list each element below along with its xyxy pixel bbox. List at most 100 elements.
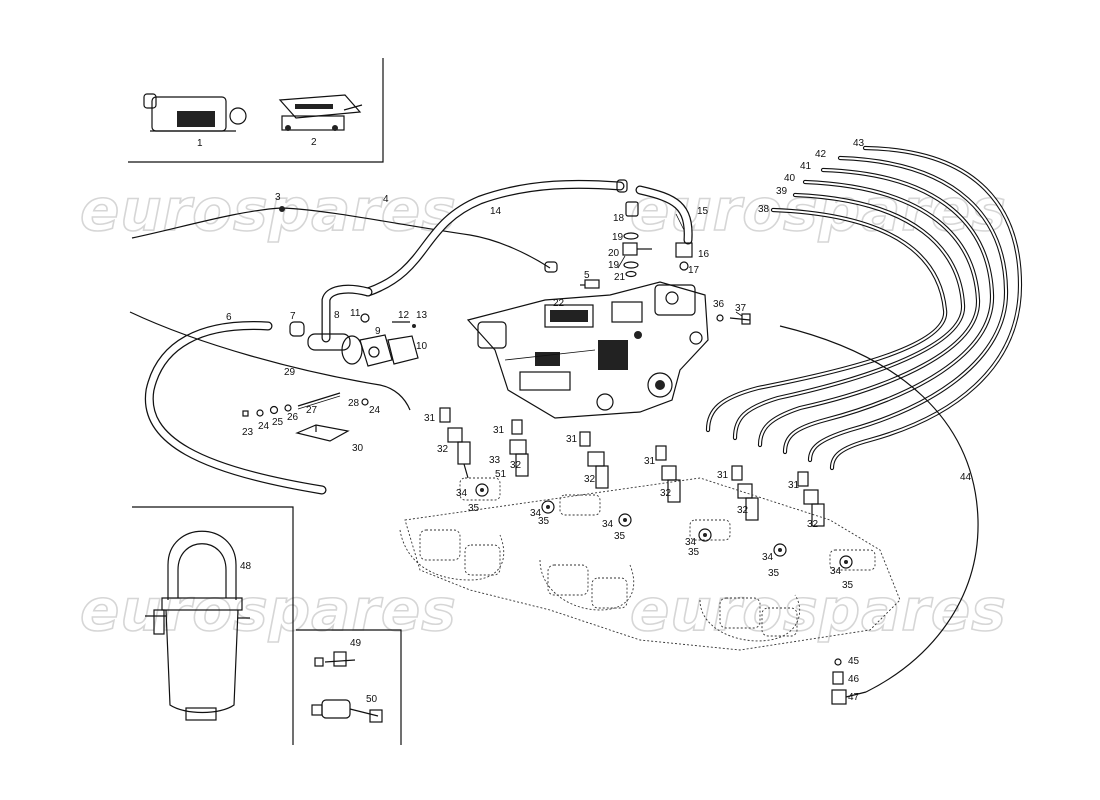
label-34c: 34: [602, 519, 614, 530]
label-20: 20: [608, 248, 620, 259]
label-31a: 31: [424, 413, 436, 424]
label-40: 40: [784, 173, 796, 184]
label-31b: 31: [493, 425, 505, 436]
label-36: 36: [713, 299, 725, 310]
small-parts-23-30: [242, 392, 369, 442]
label-35d: 35: [688, 547, 700, 558]
part-labels: 1 2 3 4 5 6 7 8 9 10 11 12 13 14 15 16 1…: [197, 137, 972, 705]
label-44: 44: [960, 472, 972, 483]
label-14: 14: [490, 206, 502, 217]
inset-frame-fittings: [296, 629, 402, 745]
injectors-31-32: [439, 407, 825, 527]
injector-e: [731, 465, 759, 521]
fuel-fittings-16-21: [580, 201, 693, 289]
label-24a: 24: [258, 421, 270, 432]
fittings-45-47: [831, 658, 867, 705]
injector-seats-34-35: [475, 483, 853, 569]
label-34a: 34: [456, 488, 468, 499]
label-39: 39: [776, 186, 788, 197]
label-32f: 32: [807, 519, 819, 530]
watermark-bottom-left: eurospares: [80, 576, 457, 644]
label-51: 51: [495, 469, 507, 480]
label-19a: 19: [612, 232, 624, 243]
label-37: 37: [735, 303, 747, 314]
injector-b: [509, 419, 529, 477]
label-38: 38: [758, 204, 770, 215]
screw-36-37: [716, 313, 751, 325]
label-32c: 32: [584, 474, 596, 485]
label-21: 21: [614, 272, 626, 283]
watermark-top-left: eurospares: [80, 176, 457, 244]
wire-44: [779, 325, 979, 693]
label-16: 16: [698, 249, 710, 260]
label-19b: 19: [608, 260, 620, 271]
label-46: 46: [848, 674, 860, 685]
label-47: 47: [848, 692, 860, 703]
label-32b: 32: [510, 460, 522, 471]
injector-d: [655, 445, 681, 503]
label-23: 23: [242, 427, 254, 438]
watermark-bottom-right: eurospares: [630, 576, 1007, 644]
label-29: 29: [284, 367, 296, 378]
fitting-49: [314, 651, 356, 667]
label-34e: 34: [762, 552, 774, 563]
label-4: 4: [383, 194, 389, 205]
label-35c: 35: [614, 531, 626, 542]
label-22: 22: [553, 298, 565, 309]
label-26: 26: [287, 412, 299, 423]
inset-frames: [128, 58, 402, 745]
inset-frame-filter: [132, 506, 294, 745]
label-31c: 31: [566, 434, 578, 445]
wire-3-4: [131, 207, 551, 269]
label-42: 42: [815, 149, 827, 160]
relay-unit-2: [278, 94, 363, 131]
injector-c: [579, 431, 609, 489]
carburetor-22: [466, 281, 709, 419]
hose-union-7-10: [289, 313, 419, 367]
wire-29: [129, 311, 411, 411]
label-41: 41: [800, 161, 812, 172]
label-31d: 31: [644, 456, 656, 467]
label-2: 2: [311, 137, 317, 148]
label-18: 18: [613, 213, 625, 224]
label-10: 10: [416, 341, 428, 352]
label-33: 33: [489, 455, 501, 466]
label-48: 48: [240, 561, 252, 572]
label-50: 50: [366, 694, 378, 705]
hose-8: [321, 284, 373, 343]
label-31f: 31: [788, 480, 800, 491]
label-9: 9: [375, 326, 381, 337]
inset-frame-top: [128, 58, 384, 163]
fuel-tubes-38-43: [705, 145, 1023, 471]
hose-15: [635, 185, 693, 245]
label-27: 27: [306, 405, 318, 416]
label-49: 49: [350, 638, 362, 649]
injector-f: [797, 471, 825, 527]
label-43: 43: [853, 138, 865, 149]
label-25: 25: [272, 417, 284, 428]
label-3: 3: [275, 192, 281, 203]
label-12: 12: [398, 310, 410, 321]
label-8: 8: [334, 310, 340, 321]
resistor-unit-1: [143, 93, 247, 132]
label-28: 28: [348, 398, 360, 409]
label-5: 5: [584, 270, 590, 281]
hose-6: [144, 321, 327, 495]
label-13: 13: [416, 310, 428, 321]
label-35e: 35: [768, 568, 780, 579]
label-15: 15: [697, 206, 709, 217]
fuel-filter-48: [145, 530, 250, 721]
label-31e: 31: [717, 470, 729, 481]
label-34f: 34: [830, 566, 842, 577]
fitting-50: [311, 699, 383, 723]
label-1: 1: [197, 138, 203, 149]
label-35b: 35: [538, 516, 550, 527]
label-45: 45: [848, 656, 860, 667]
label-30: 30: [352, 443, 364, 454]
label-24b: 24: [369, 405, 381, 416]
hose-14: [363, 179, 628, 297]
leader-lines: [617, 213, 743, 317]
watermarks: eurospares eurospares eurospares eurospa…: [79, 175, 1007, 645]
label-34d: 34: [685, 537, 697, 548]
label-11: 11: [350, 308, 361, 319]
